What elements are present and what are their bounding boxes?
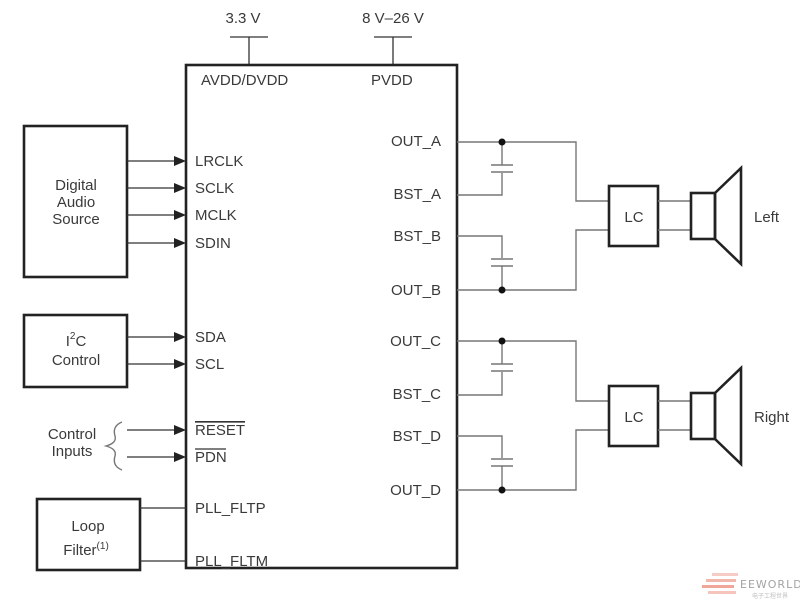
pin-sclk: SCLK bbox=[195, 180, 234, 197]
loop-filter-label-line1: Loop bbox=[71, 518, 104, 535]
pin-lrclk: LRCLK bbox=[195, 153, 243, 170]
left-speaker-label: Left bbox=[754, 209, 780, 226]
pin-out-a: OUT_A bbox=[391, 133, 441, 150]
lc-filter-left-label: LC bbox=[624, 209, 643, 226]
amplifier-chip bbox=[184, 63, 459, 570]
digital-audio-source-block: Digital Audio Source bbox=[22, 124, 129, 279]
right-output-stage: LC Right bbox=[607, 364, 790, 468]
pdn-arrow-icon bbox=[174, 452, 186, 462]
audio-source-label-line3: Source bbox=[52, 211, 100, 228]
bst-b-wire bbox=[457, 235, 503, 258]
control-inputs-label-line1: Control bbox=[48, 426, 96, 443]
pin-pll-fltm: PLL_FLTM bbox=[195, 553, 268, 570]
lc-filter-right-label: LC bbox=[624, 409, 643, 426]
pin-out-c: OUT_C bbox=[390, 333, 441, 350]
sdin-arrow-icon bbox=[174, 238, 186, 248]
pin-mclk: MCLK bbox=[195, 207, 237, 224]
junction-dot bbox=[498, 486, 506, 494]
junction-dot bbox=[498, 138, 506, 146]
audio-source-label-line1: Digital bbox=[55, 177, 97, 194]
lrclk-arrow-icon bbox=[174, 156, 186, 166]
output-network-channel-2 bbox=[457, 337, 609, 494]
left-speaker-magnet-icon bbox=[689, 191, 717, 241]
bst-a-wire bbox=[457, 173, 503, 196]
audio-source-label-line2: Audio bbox=[57, 194, 95, 211]
lc-filter-right bbox=[607, 384, 660, 448]
pin-bst-b: BST_B bbox=[393, 228, 441, 245]
eeworld-logo-icon bbox=[702, 573, 738, 594]
lc-filter-left bbox=[607, 184, 660, 248]
digital-audio-source-box bbox=[22, 124, 129, 279]
reset-arrow-icon bbox=[174, 425, 186, 435]
power-supply: 8 V–26 V bbox=[362, 10, 424, 64]
output-network-channel-1 bbox=[457, 138, 609, 294]
out-b-wire bbox=[457, 229, 609, 291]
sclk-arrow-icon bbox=[174, 183, 186, 193]
power-voltage-label: 8 V–26 V bbox=[362, 10, 424, 27]
left-speaker-cone-icon bbox=[713, 164, 743, 268]
i2c-control-box bbox=[22, 313, 129, 389]
out-a-wire bbox=[457, 141, 609, 202]
pin-out-b: OUT_B bbox=[391, 282, 441, 299]
pin-scl: SCL bbox=[195, 356, 224, 373]
right-speaker-label: Right bbox=[754, 409, 790, 426]
pin-bst-d: BST_D bbox=[393, 428, 442, 445]
pin-pll-fltp: PLL_FLTP bbox=[195, 500, 266, 517]
analog-voltage-label: 3.3 V bbox=[225, 10, 260, 27]
control-inputs-label-line2: Inputs bbox=[52, 443, 93, 460]
out-c-wire bbox=[457, 340, 609, 402]
mclk-arrow-icon bbox=[174, 210, 186, 220]
loop-filter-label-line2: Filter(1) bbox=[63, 541, 109, 559]
scl-arrow-icon bbox=[174, 359, 186, 369]
right-speaker-magnet-icon bbox=[689, 391, 717, 441]
eeworld-watermark: EEWORLD 电子工程世界 bbox=[702, 573, 800, 600]
junction-dot bbox=[498, 337, 506, 345]
i2c-label-line2: Control bbox=[52, 352, 100, 369]
left-output-stage: LC Left bbox=[607, 164, 780, 268]
pin-avdd-dvdd: AVDD/DVDD bbox=[201, 72, 288, 89]
loop-filter-box bbox=[35, 497, 142, 572]
sda-arrow-icon bbox=[174, 332, 186, 342]
pin-reset: RESET bbox=[195, 422, 245, 439]
out-d-wire bbox=[457, 429, 609, 491]
eeworld-sub-text: 电子工程世界 bbox=[752, 592, 788, 600]
right-speaker-cone-icon bbox=[713, 364, 743, 468]
pin-bst-c: BST_C bbox=[393, 386, 442, 403]
i2c-control-block: I2C Control bbox=[22, 313, 129, 389]
analog-supply: 3.3 V bbox=[225, 10, 268, 64]
pin-sdin: SDIN bbox=[195, 235, 231, 252]
i2c-label-line1: I2C bbox=[66, 331, 87, 350]
pin-sda: SDA bbox=[195, 329, 226, 346]
junction-dot bbox=[498, 286, 506, 294]
pin-out-d: OUT_D bbox=[390, 482, 441, 499]
curly-brace-icon bbox=[103, 421, 123, 471]
eeworld-brand-text: EEWORLD bbox=[740, 578, 800, 591]
pin-bst-a: BST_A bbox=[393, 186, 441, 203]
bst-c-wire bbox=[457, 372, 503, 396]
loop-filter-block: Loop Filter(1) bbox=[35, 497, 142, 572]
bst-d-wire bbox=[457, 435, 503, 458]
pin-pdn: PDN bbox=[195, 449, 227, 466]
audio-signal-lines bbox=[127, 156, 186, 248]
pin-pvdd: PVDD bbox=[371, 72, 413, 89]
